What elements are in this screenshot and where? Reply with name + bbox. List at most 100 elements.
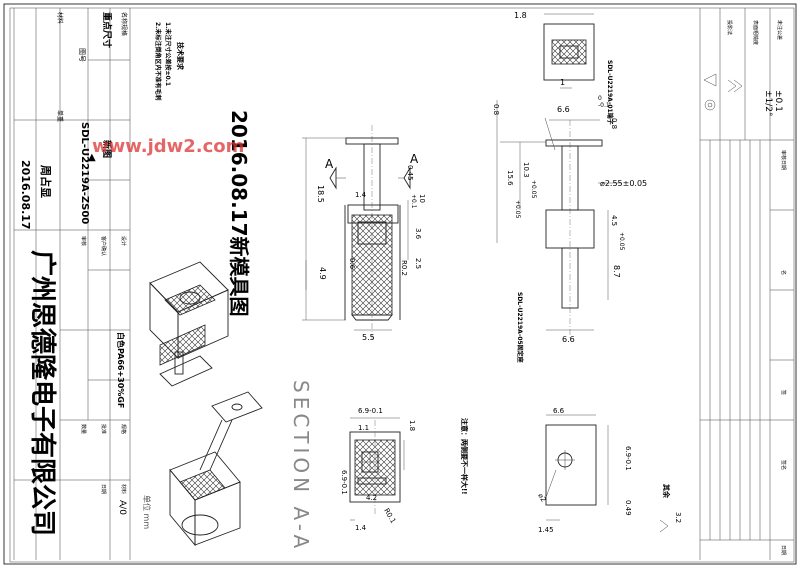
dim-6-6-bottom: 6.6 — [553, 407, 565, 415]
outer-frame — [3, 3, 797, 565]
row-label-spec: 规格 — [120, 424, 127, 434]
tolerance-angular: ±1/2° — [763, 90, 773, 117]
part-label-terminal: SDL-U2219A-01端子 — [606, 60, 614, 125]
company-name: 广州思德隆电子有限公司 — [27, 250, 57, 536]
roughness-value: 3.2 — [674, 512, 682, 523]
label-untoleranced: 未注公差 — [776, 20, 783, 40]
section-view — [349, 417, 405, 521]
dim-0-49: 0.49 — [624, 500, 632, 516]
label-name-spec: 名称规格 — [120, 12, 128, 36]
dim-4-2: 4.2 — [366, 494, 377, 502]
dim-18-5: 18.5 — [316, 185, 325, 203]
dim-1-1: 1.1 — [358, 424, 369, 432]
dim-0-8-left: 0.8 — [492, 104, 500, 115]
dim-4-5: 4.5 — [610, 215, 618, 226]
label-material: 材料 — [56, 12, 64, 24]
dim-6-6-top: 6.6 — [557, 105, 570, 114]
row-label-design: 设计 — [120, 236, 127, 246]
new-drawing-label: 新图 — [101, 140, 113, 158]
dim-1-top: 1 — [560, 78, 565, 87]
approver-name: 周占显 — [39, 165, 53, 198]
bottom-view — [544, 414, 609, 521]
right-title-block — [699, 8, 794, 560]
dim-6-9-bottom: 6.9-0.1 — [624, 446, 632, 471]
dim-1-4-front: 1.4 — [355, 191, 367, 199]
dim-10: 10 — [418, 194, 426, 203]
row-label-review: 审核 — [80, 236, 87, 246]
row-label-customer: 客户确认 — [100, 236, 107, 256]
dim-0-tol: 0 — [598, 95, 602, 102]
dim-15-6: 15.6 — [506, 170, 514, 186]
label-signature: 签名 — [780, 460, 787, 470]
watermark: www.jdw2.com — [92, 136, 244, 157]
drawing-title: 2016.08.17新模具图 — [227, 110, 251, 317]
label-name: 名 — [780, 270, 787, 275]
dim-10-tol: +0.1 — [410, 194, 417, 209]
dim-0-6: 0.6 — [348, 258, 356, 270]
dim-2-5: 2.5 — [414, 258, 422, 269]
scale-label: A/0 — [117, 500, 127, 515]
approval-date: 2016.08.17 — [19, 160, 32, 230]
note-2: 2.未标注倒角区内不准有毛刺 — [154, 22, 162, 100]
dim-3-6: 3.6 — [414, 228, 422, 240]
dim-phi-2: ⌀2 — [536, 492, 547, 504]
front-view — [329, 125, 411, 340]
dim-15-6-tol: +0.05 — [514, 200, 521, 219]
note-1: 1.未注尺寸公差按±0.1 — [164, 22, 172, 86]
label-drawing-no: 图号 — [78, 48, 86, 62]
units-label: 单位 mm — [142, 495, 152, 529]
label-review-date: 审核日期 — [780, 150, 787, 170]
roughness-icon — [659, 519, 669, 533]
row-label-approve: 批准 — [100, 424, 107, 434]
dim-5-5: 5.5 — [362, 333, 375, 342]
label-projection: 投影法 — [726, 20, 733, 35]
part-number: SDL-U2219A-ZS00 — [79, 122, 90, 224]
dim-m0-1-tol: -0.1 — [598, 102, 610, 109]
projection-icon — [703, 73, 717, 111]
dim-1-8-top: 1.8 — [514, 11, 527, 20]
dim-6-9-side: 6.9-0.1 — [340, 470, 348, 495]
material-spec: 白色PA66+30%GF — [116, 332, 126, 408]
dim-6-9-top: 6.9-0.1 — [358, 407, 383, 415]
dim-10-3-tol: +0.05 — [530, 180, 537, 199]
dim-6-6-mid: 6.6 — [562, 335, 575, 344]
label-unit-weight: 单重 — [56, 110, 64, 122]
isometric-upper — [149, 261, 229, 387]
dim-4-9: 4.9 — [318, 267, 327, 280]
dim-0-8-right: 0.8 — [610, 118, 618, 129]
dim-1-4-section: 1.4 — [355, 524, 367, 532]
row-label-date: 日期 — [100, 484, 106, 494]
dim-r0-2: R0.2 — [400, 260, 408, 276]
label-key-dims: 重点尺寸 — [101, 12, 113, 48]
tolerance-linear: ±0.1 — [773, 90, 783, 112]
top-view — [543, 13, 595, 89]
row-label-material: 材料 — [120, 484, 127, 494]
dim-10-3: 10.3 — [522, 162, 530, 178]
revision-triangle: ▲ — [88, 152, 96, 163]
dim-r0-1: R0.1 — [382, 507, 397, 525]
dim-phi-2-55: ⌀2.55±0.05 — [600, 179, 647, 188]
section-marker-left: A — [325, 157, 334, 171]
roughness-symbol-icon — [727, 79, 743, 93]
label-date-right: 日期 — [780, 545, 786, 555]
side-view — [496, 100, 622, 340]
dim-4-5-tol: +0.05 — [618, 232, 625, 251]
other-note: 其余 — [662, 484, 671, 499]
dim-1-8-section: 1.8 — [408, 420, 416, 431]
isometric-lower — [169, 391, 263, 547]
dim-1-45: 1.45 — [538, 526, 554, 534]
section-label: SECTION A-A — [289, 380, 313, 552]
left-title-block — [13, 8, 131, 560]
row-label-qty: 数量 — [80, 424, 87, 434]
dim-8-7: 8.7 — [612, 265, 621, 278]
warning-note: 注意：两侧要不一样大!! — [460, 418, 469, 494]
dim-0-45: 0.45 — [406, 165, 414, 181]
section-marker-right: A — [410, 152, 419, 166]
label-sign: 签 — [780, 390, 787, 395]
inner-frame — [9, 7, 795, 563]
notes-heading: 技术要求 — [176, 42, 185, 71]
part-label-holder: SDL-U2219A-05固定座 — [516, 292, 524, 363]
front-view-dims — [302, 137, 409, 331]
label-roughness: 表面粗糙度 — [752, 20, 759, 45]
